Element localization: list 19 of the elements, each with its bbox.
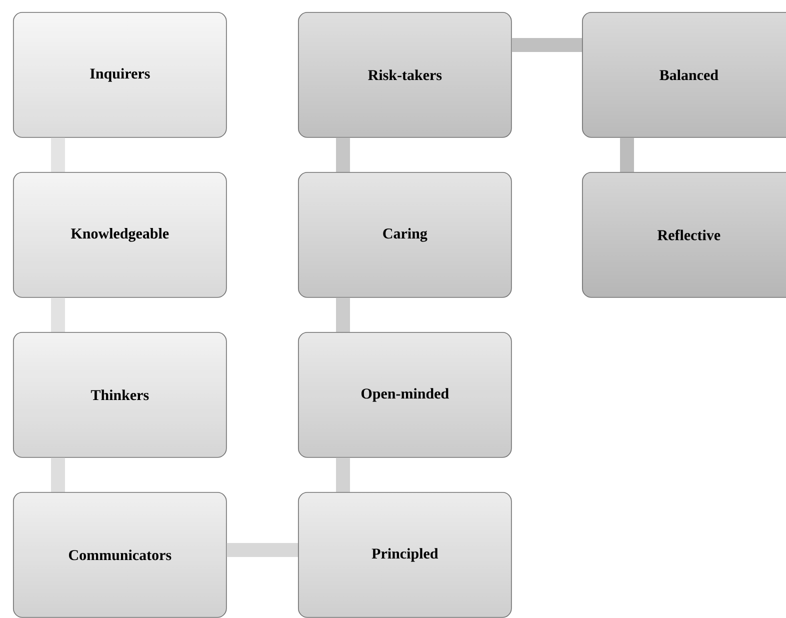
connector-bar [336,298,350,332]
process-box: Risk-takers [298,12,512,138]
connector-bar [336,458,350,492]
connector-bar [51,298,65,332]
connector-bar [51,458,65,492]
connector-bar [226,543,298,557]
connector-bar [512,38,582,52]
process-box: Inquirers [13,12,227,138]
process-box: Open-minded [298,332,512,458]
process-box: Knowledgeable [13,172,227,298]
process-box: Reflective [582,172,786,298]
process-box: Principled [298,492,512,618]
process-box: Communicators [13,492,227,618]
connector-bar [336,138,350,172]
connector-bar [51,138,65,172]
process-box: Balanced [582,12,786,138]
process-box: Caring [298,172,512,298]
process-box: Thinkers [13,332,227,458]
connector-bar [620,138,634,172]
